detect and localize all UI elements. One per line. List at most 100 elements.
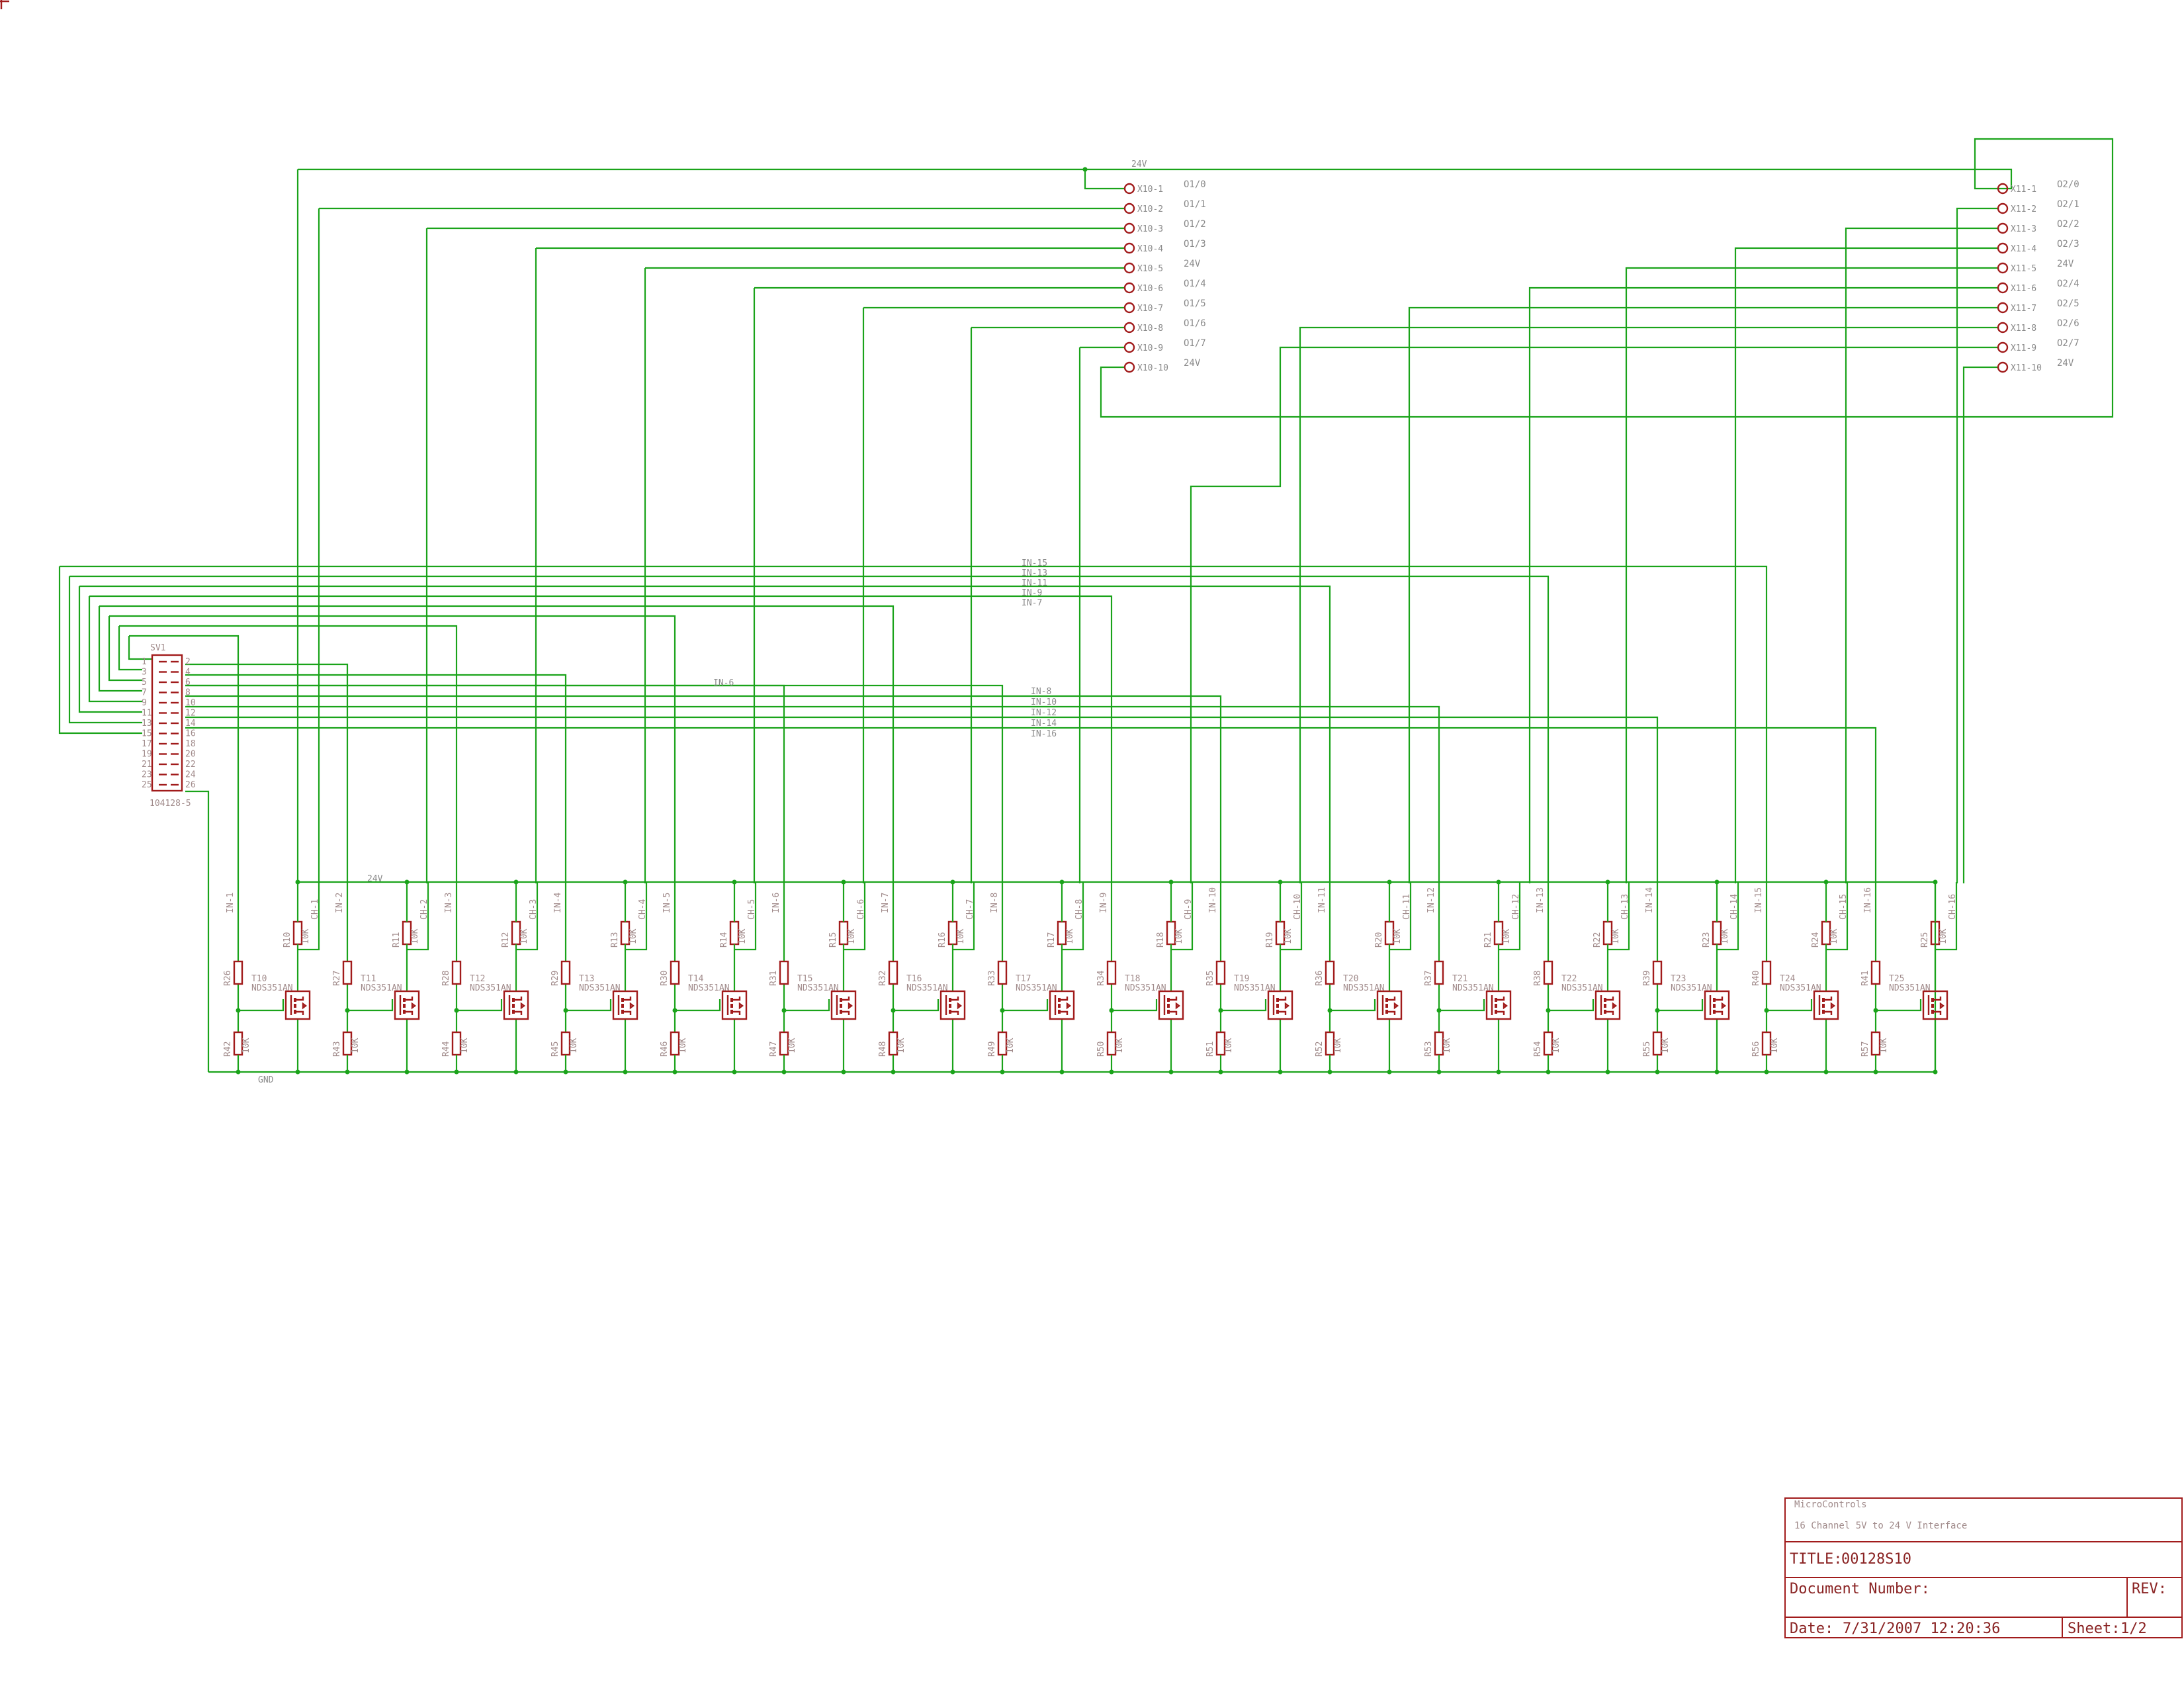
pulldown-resistor-name: R49: [987, 1042, 997, 1057]
mosfet-name: T25: [1889, 974, 1904, 984]
pullup-wire: [1606, 882, 1630, 1072]
mosfet-channel: [621, 998, 624, 1002]
input-resistor-name: R35: [1205, 971, 1215, 986]
pulldown-resistor-name: R44: [441, 1041, 451, 1057]
mosfet-value: NDS351AN: [1780, 983, 1821, 993]
mosfet-channel: [1495, 1010, 1497, 1014]
channel-gate-wire: [564, 956, 612, 1032]
sv1-pin-number-right: 8: [185, 688, 191, 698]
junction: [1218, 1008, 1223, 1013]
channel-gate-wire: [1329, 956, 1376, 1032]
sv1-pin-number-left: 11: [142, 709, 152, 719]
input-resistor-name: R38: [1533, 971, 1543, 986]
pullup-resistor-name: R13: [610, 932, 620, 948]
mosfet-channel: [1931, 1010, 1934, 1014]
channel-gate-wire: [1110, 956, 1158, 1032]
mosfet-body: [284, 990, 311, 1020]
pulldown-resistor-value: 10K: [1115, 1038, 1125, 1053]
junction: [1873, 1008, 1878, 1013]
mosfet-terminals: [842, 997, 853, 1015]
sv1-pin-number-left: 19: [142, 750, 152, 760]
x11-signal-label: 24V: [2057, 259, 2074, 269]
input-bus-wiring: [58, 565, 1877, 1072]
input-resistor: [1434, 960, 1444, 985]
x10-pin-1: [1123, 183, 1135, 195]
mosfet-channel: [1385, 1010, 1388, 1014]
junction: [1605, 1069, 1610, 1075]
channel-gate-wire: [1765, 956, 1813, 1032]
input-resistor: [1106, 960, 1117, 985]
input-resistor: [1761, 960, 1772, 985]
x10-pin-4: [1123, 242, 1135, 254]
pullup-resistor-value: 10K: [629, 928, 638, 944]
input-resistor-name: R27: [332, 971, 342, 986]
x11-pin-3: [1997, 222, 2009, 234]
channel-gate-wire: [892, 956, 939, 1032]
mosfet-channel: [1822, 1004, 1825, 1008]
mosfet-symbol: [1158, 990, 1184, 1020]
mosfet-value: NDS351AN: [579, 983, 621, 993]
mosfet-channel: [949, 998, 951, 1002]
input-resistor-name: R29: [550, 971, 560, 986]
mosfet-symbol: [939, 990, 966, 1020]
mosfet-terminals: [1170, 997, 1180, 1015]
channel-output-label: CH-10: [1293, 894, 1303, 920]
mosfet-value: NDS351AN: [1452, 983, 1494, 993]
mosfet-channel: [949, 1004, 951, 1008]
mosfet-channel: [840, 998, 842, 1002]
mosfet-body: [1049, 990, 1075, 1020]
channel-input-label: IN-5: [662, 893, 672, 913]
mosfet-value: NDS351AN: [1234, 983, 1276, 993]
mosfet-channel: [1167, 1004, 1170, 1008]
x10-pin-label: X10-2: [1137, 204, 1163, 214]
tb-date-value: 7/31/2007 12:20:36: [1843, 1621, 2000, 1637]
mosfet-body: [1267, 990, 1293, 1020]
channel-input-label: IN-6: [771, 893, 781, 913]
junction: [1496, 879, 1501, 885]
mosfet-channel: [1058, 998, 1061, 1002]
channel-output-label: CH-4: [638, 899, 648, 920]
pullup-resistor-value: 10K: [1720, 928, 1730, 944]
mosfet-terminals: [1934, 997, 1944, 1015]
x10-pin-label: X10-10: [1137, 363, 1168, 373]
tb-sheet-value: 1/2: [2120, 1621, 2147, 1637]
pulldown-resistor-name: R56: [1751, 1042, 1761, 1057]
mosfet-symbol: [612, 990, 638, 1020]
junction: [1436, 1008, 1442, 1013]
pullup-resistor-value: 10K: [1065, 928, 1075, 944]
pulldown-resistor-name: R51: [1205, 1042, 1215, 1057]
pulldown-resistor-value: 10K: [1770, 1038, 1780, 1053]
pullup-resistor-name: R23: [1702, 932, 1712, 948]
junction: [1546, 1008, 1551, 1013]
mosfet-value: NDS351AN: [797, 983, 839, 993]
pullup-resistor-value: 10K: [301, 928, 311, 944]
tb-title-value: 00128S10: [1841, 1551, 1911, 1568]
x11-signal-label: O2/1: [2057, 199, 2079, 210]
mosfet-name: T17: [1016, 974, 1031, 984]
tb-date-label: Date:: [1790, 1621, 1833, 1637]
pullup-wire: [842, 882, 866, 1072]
pulldown-resistor-name: R53: [1424, 1042, 1434, 1057]
mosfet-name: T13: [579, 974, 594, 984]
pulldown-resistor-name: R42: [223, 1042, 233, 1057]
channel-output-label: CH-6: [856, 899, 866, 920]
tb-description: 16 Channel 5V to 24 V Interface: [1794, 1521, 1967, 1531]
x11-pin-7: [1997, 302, 2009, 314]
bus-label: IN-14: [1031, 719, 1057, 729]
bus-label: IN-9: [1022, 588, 1042, 598]
junction: [1546, 1069, 1551, 1075]
junction: [891, 1069, 896, 1075]
sv1-pin-number-right: 14: [185, 719, 196, 729]
pulldown-resistor-value: 10K: [1661, 1038, 1671, 1053]
input-resistor-name: R33: [987, 971, 997, 986]
channel-output-label: CH-7: [965, 899, 975, 920]
mosfet-body: [503, 990, 529, 1020]
junction: [563, 1069, 568, 1075]
